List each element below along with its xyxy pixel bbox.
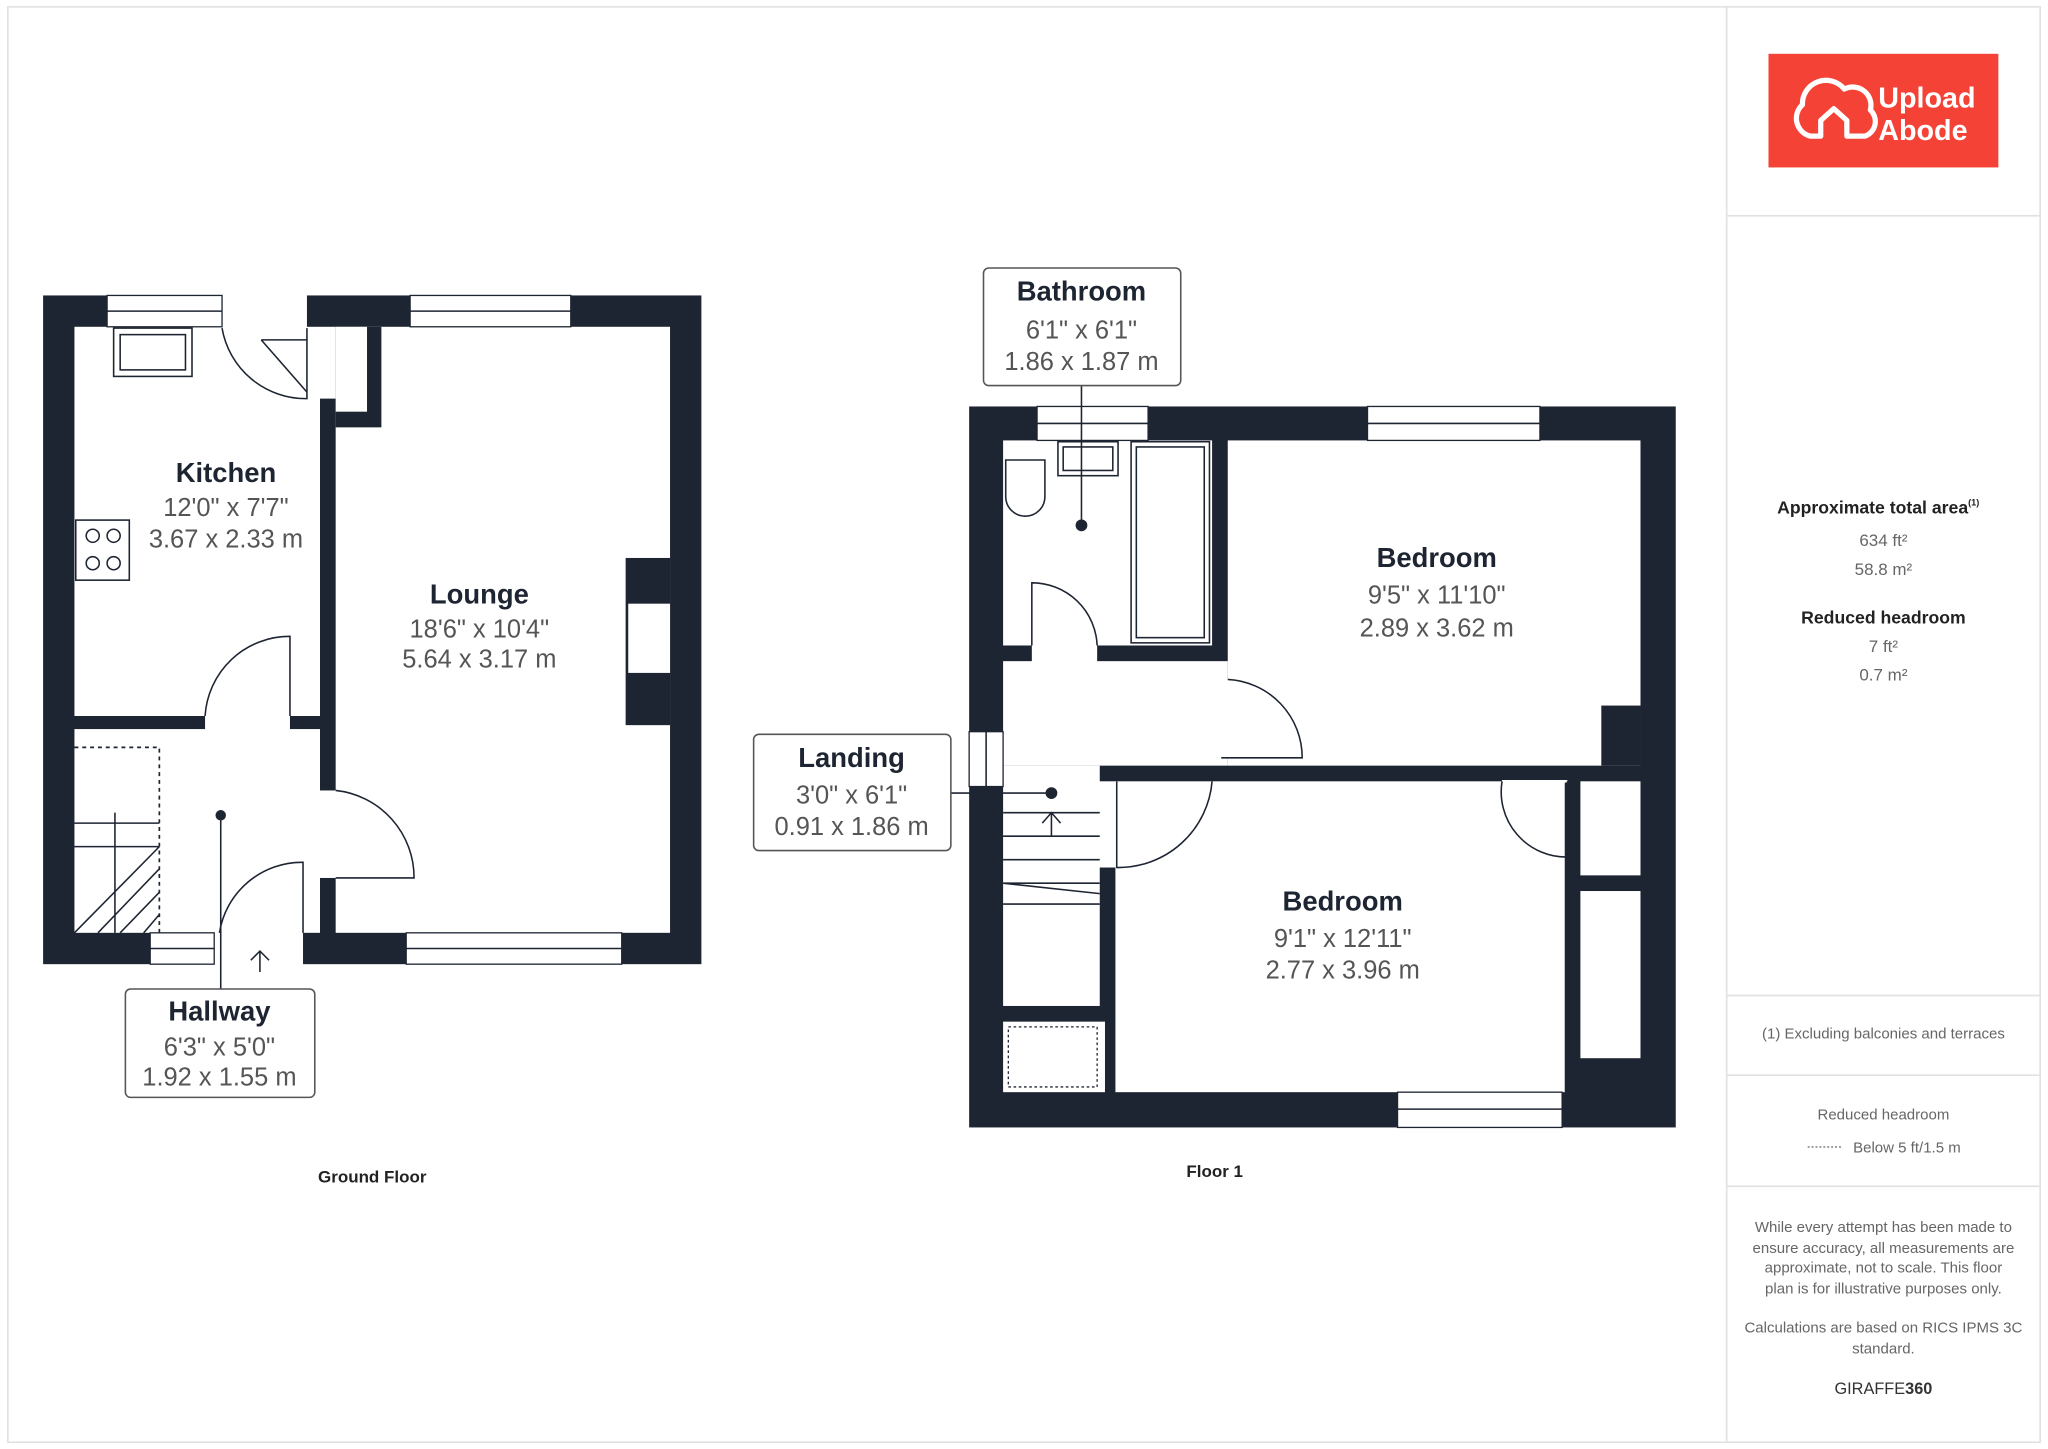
room-name: Landing (798, 742, 905, 773)
room-dims-imperial: 9'1" x 12'11" (1274, 925, 1412, 953)
room-dims-metric: 1.86 x 1.87 m (1004, 348, 1158, 376)
cloud-house-icon (1793, 77, 1878, 139)
window (968, 731, 1004, 788)
stairs (73, 746, 161, 934)
calc-line: Calculations are based on RICS IPMS 3C (1744, 1320, 2022, 1337)
reduced-headroom-m: 0.7 m² (1859, 666, 1907, 685)
footnote: (1) Excluding balconies and terraces (1762, 1026, 2005, 1043)
window (149, 932, 215, 965)
svg-text:Abode: Abode (1878, 115, 1967, 147)
total-area-title: Approximate total area(1) (1777, 498, 1979, 518)
room-dims-metric: 0.91 x 1.86 m (774, 813, 928, 841)
window (1366, 405, 1541, 442)
window (106, 294, 223, 328)
room-dims-metric: 1.92 x 1.55 m (142, 1064, 296, 1092)
svg-text:Upload: Upload (1878, 82, 1975, 114)
floor-1-plan: Bathroom 6'1" x 6'1" 1.86 x 1.87 m Bedro… (752, 267, 1676, 1181)
door-swing (218, 861, 304, 933)
reduced-headroom-ft: 7 ft² (1869, 637, 1899, 656)
room-dims-metric: 5.64 x 3.17 m (402, 646, 556, 674)
basin (1057, 440, 1119, 477)
room-dims-imperial: 6'3" x 5'0" (164, 1034, 275, 1062)
window (1036, 405, 1149, 442)
total-area-ft: 634 ft² (1859, 531, 1907, 550)
window (409, 294, 572, 328)
room-dims-metric: 2.89 x 3.62 m (1360, 614, 1514, 642)
toilet (1004, 459, 1046, 517)
disclaimer-line: approximate, not to scale. This floor (1765, 1259, 2003, 1276)
window (1396, 1091, 1563, 1129)
room-dims-imperial: 6'1" x 6'1" (1026, 317, 1137, 345)
door-swing (1500, 781, 1569, 858)
stairs (1003, 811, 1100, 905)
room-dims-imperial: 9'5" x 11'10" (1368, 582, 1506, 610)
legend-item: Below 5 ft/1.5 m (1853, 1139, 1961, 1156)
entrance-arrow-icon (250, 950, 270, 973)
door-swing (335, 789, 415, 879)
disclaimer-line: ensure accuracy, all measurements are (1753, 1240, 2015, 1257)
door-swing (1031, 582, 1098, 646)
hallway-label-box (124, 988, 316, 1099)
room-dims-metric: 3.67 x 2.33 m (149, 526, 303, 554)
lounge-room (335, 326, 671, 933)
legend-title: Reduced headroom (1817, 1107, 1949, 1124)
landing-label-box (752, 733, 952, 852)
bedroom-1-room (1227, 440, 1641, 766)
door-swing (1115, 781, 1213, 869)
room-dims-imperial: 12'0" x 7'7" (163, 494, 288, 522)
total-area-m: 58.8 m² (1855, 560, 1913, 579)
sink (112, 327, 193, 378)
bath-tub (1130, 440, 1211, 644)
disclaimer-line: While every attempt has been made to (1755, 1219, 2012, 1236)
room-name: Hallway (168, 995, 271, 1026)
giraffe360-brand: GIRAFFE360 (1834, 1380, 1932, 1398)
room-name: Bathroom (1017, 276, 1146, 307)
kitchen-room (74, 326, 321, 717)
calc-line: standard. (1852, 1340, 1915, 1357)
door-swing (204, 635, 291, 717)
room-dims-metric: 2.77 x 3.96 m (1266, 957, 1420, 985)
floor-label: Floor 1 (1186, 1162, 1243, 1181)
storage-cupboard (1003, 1021, 1105, 1093)
room-dims-imperial: 3'0" x 6'1" (796, 782, 907, 810)
door-swing (1221, 678, 1303, 759)
door-swing (221, 327, 308, 400)
landing-room (1003, 661, 1228, 766)
hob (74, 519, 131, 581)
bathroom-room (1003, 440, 1213, 646)
floor-label: Ground Floor (318, 1167, 427, 1186)
bathroom-label-box (982, 267, 1182, 387)
room-dims-imperial: 18'6" x 10'4" (410, 616, 550, 644)
hallway-room (74, 729, 321, 933)
reduced-headroom-title: Reduced headroom (1801, 607, 1966, 627)
window (405, 932, 623, 965)
ground-floor-plan: Kitchen 12'0" x 7'7" 3.67 x 2.33 m Loung… (43, 294, 702, 1186)
info-panel: Upload Abode Approximate total area(1) 6… (1725, 6, 2041, 1443)
upload-abode-logo: Upload Abode (1768, 53, 1999, 168)
room-name: Bedroom (1377, 542, 1497, 573)
disclaimer-line: plan is for illustrative purposes only. (1765, 1280, 2002, 1297)
room-name: Lounge (430, 579, 529, 610)
room-name: Kitchen (176, 457, 277, 488)
room-name: Bedroom (1283, 886, 1403, 917)
